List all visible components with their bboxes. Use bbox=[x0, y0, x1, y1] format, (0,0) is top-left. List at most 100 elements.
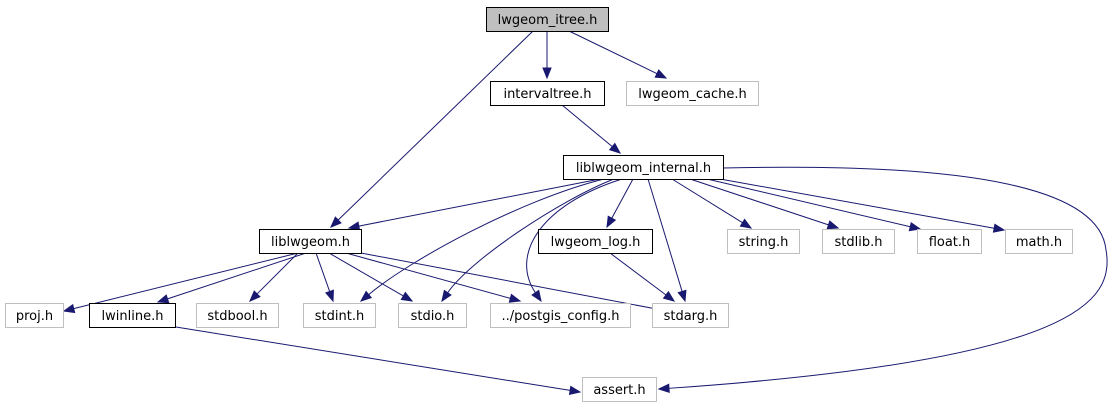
node-stdlib[interactable]: stdlib.h bbox=[822, 229, 895, 254]
node-lwgeom-cache[interactable]: lwgeom_cache.h bbox=[626, 81, 759, 106]
node-float[interactable]: float.h bbox=[917, 229, 982, 254]
edge-liblwgeom-to-stdint bbox=[315, 252, 334, 303]
node-label: proj.h bbox=[16, 309, 53, 324]
arrowhead bbox=[606, 215, 617, 229]
nodes-layer: lwgeom_itree.h intervaltree.h lwgeom_cache… bbox=[5, 7, 1073, 402]
node-assert[interactable]: assert.h bbox=[582, 377, 657, 402]
node-box bbox=[398, 303, 467, 328]
edge-line bbox=[328, 252, 404, 297]
arrowhead bbox=[654, 69, 668, 79]
node-proj[interactable]: proj.h bbox=[5, 303, 64, 328]
node-lwgeom-itree[interactable]: lwgeom_itree.h bbox=[486, 7, 609, 32]
node-stdbool[interactable]: stdbool.h bbox=[196, 303, 279, 328]
node-box bbox=[727, 229, 800, 254]
node-box bbox=[563, 155, 724, 180]
node-label: math.h bbox=[1016, 235, 1062, 250]
edge-liblwgeom-internal-to-string bbox=[671, 178, 753, 229]
node-box bbox=[303, 303, 376, 328]
arrowhead bbox=[531, 289, 542, 303]
edges-layer bbox=[62, 30, 1108, 396]
edge-line bbox=[671, 178, 743, 224]
node-box bbox=[582, 377, 657, 402]
edge-liblwgeom-to-postgis-config bbox=[345, 252, 522, 303]
node-stdio[interactable]: stdio.h bbox=[398, 303, 467, 328]
node-postgis-config[interactable]: ../postgis_config.h bbox=[490, 303, 631, 328]
edge-line bbox=[358, 178, 601, 227]
node-math[interactable]: math.h bbox=[1005, 229, 1073, 254]
node-stdarg[interactable]: stdarg.h bbox=[652, 303, 729, 328]
edge-line bbox=[611, 178, 634, 219]
edge-liblwgeom-internal-to-stdint bbox=[359, 178, 605, 302]
node-box bbox=[626, 81, 759, 106]
node-label: stdlib.h bbox=[835, 235, 883, 250]
edge-liblwgeom-internal-to-assert bbox=[657, 166, 1108, 394]
arrowhead bbox=[826, 220, 840, 230]
arrowhead bbox=[739, 218, 753, 229]
node-box bbox=[917, 229, 982, 254]
node-lwgeom-log[interactable]: lwgeom_log.h bbox=[538, 229, 653, 254]
edge-line bbox=[73, 252, 299, 310]
edge-lwgeom-itree-to-intervaltree bbox=[542, 31, 552, 80]
arrowhead bbox=[657, 383, 670, 394]
node-label: liblwgeom_internal.h bbox=[576, 161, 711, 176]
edge-liblwgeom-to-proj bbox=[62, 252, 299, 314]
node-label: ../postgis_config.h bbox=[501, 309, 619, 324]
arrowhead bbox=[330, 216, 342, 228]
node-box bbox=[538, 229, 653, 254]
arrowhead bbox=[359, 290, 373, 302]
edge-intervaltree-to-liblwgeom-internal bbox=[561, 104, 622, 154]
node-string[interactable]: string.h bbox=[727, 229, 800, 254]
edge-line bbox=[719, 178, 995, 229]
edge-line bbox=[256, 252, 299, 295]
node-box bbox=[196, 303, 279, 328]
node-liblwgeom-internal[interactable]: liblwgeom_internal.h bbox=[563, 155, 724, 180]
node-box bbox=[652, 303, 729, 328]
edge-lwinline-to-assert bbox=[175, 326, 582, 396]
node-liblwgeom[interactable]: liblwgeom.h bbox=[259, 229, 362, 254]
node-box bbox=[89, 303, 176, 328]
edge-line bbox=[568, 30, 658, 75]
edge-liblwgeom-internal-to-math bbox=[719, 178, 1006, 233]
edge-line bbox=[337, 30, 534, 221]
edge-line bbox=[167, 252, 307, 300]
node-box bbox=[5, 303, 64, 328]
arrowhead bbox=[249, 290, 261, 302]
edge-line bbox=[175, 326, 571, 391]
edge-lwgeom-log-to-stdarg bbox=[609, 252, 676, 302]
node-lwinline[interactable]: lwinline.h bbox=[89, 303, 176, 328]
edge-line bbox=[609, 252, 667, 296]
node-box bbox=[490, 81, 605, 106]
node-label: intervaltree.h bbox=[503, 87, 591, 102]
edge-liblwgeom-to-stdio bbox=[328, 252, 414, 302]
node-label: lwgeom_log.h bbox=[551, 235, 641, 250]
arrowhead bbox=[508, 293, 522, 303]
arrowhead bbox=[908, 221, 922, 232]
edge-liblwgeom-to-stdbool bbox=[249, 252, 299, 302]
edge-line bbox=[689, 178, 829, 226]
node-label: liblwgeom.h bbox=[271, 235, 350, 250]
edge-line bbox=[447, 178, 615, 294]
edge-line bbox=[561, 104, 613, 148]
edge-line bbox=[668, 166, 1108, 389]
node-label: assert.h bbox=[593, 383, 645, 398]
arrowhead bbox=[568, 385, 582, 396]
node-label: lwgeom_itree.h bbox=[498, 13, 598, 28]
edge-line bbox=[368, 178, 605, 295]
edge-liblwgeom-internal-to-lwgeom-log bbox=[606, 178, 634, 229]
edge-line bbox=[345, 252, 511, 299]
arrowhead bbox=[542, 67, 552, 80]
node-stdint[interactable]: stdint.h bbox=[303, 303, 376, 328]
node-box bbox=[822, 229, 895, 254]
node-label: stdarg.h bbox=[664, 309, 718, 324]
node-label: string.h bbox=[739, 235, 789, 250]
node-intervaltree[interactable]: intervaltree.h bbox=[490, 81, 605, 106]
arrowhead bbox=[347, 221, 361, 231]
arrowhead bbox=[400, 291, 414, 302]
edge-line bbox=[315, 252, 331, 292]
edge-liblwgeom-to-lwinline bbox=[156, 252, 307, 304]
arrowhead bbox=[156, 294, 170, 304]
edge-line bbox=[647, 178, 683, 292]
edge-liblwgeom-internal-to-stdio bbox=[441, 178, 615, 303]
edge-liblwgeom-internal-to-stdlib bbox=[689, 178, 840, 230]
node-label: stdio.h bbox=[411, 309, 455, 324]
